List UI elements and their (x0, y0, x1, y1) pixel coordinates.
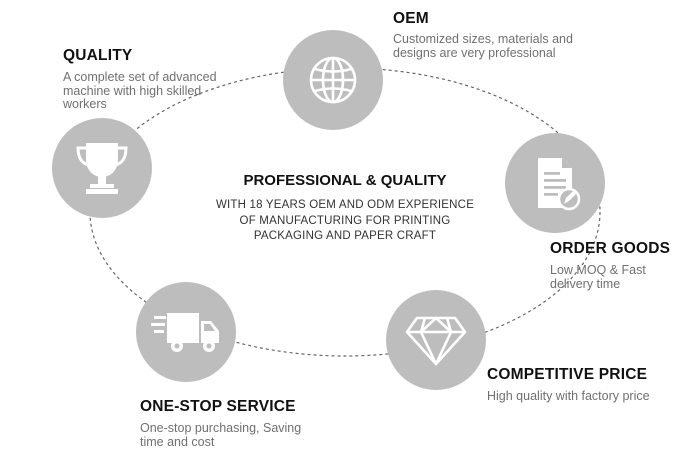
oem-title: OEM (393, 10, 429, 27)
competitive-price-circle (386, 290, 486, 390)
competitive-price-title: COMPETITIVE PRICE (487, 366, 648, 383)
one-stop-service-circle (136, 282, 236, 382)
oem-description: Customized sizes, materials and designs … (393, 32, 573, 60)
one-stop-service-description: One-stop purchasing, Saving time and cos… (140, 421, 302, 449)
order-goods-circle (505, 133, 605, 233)
quality-title: QUALITY (63, 47, 133, 64)
document-edit-icon (538, 158, 581, 211)
one-stop-service-title: ONE-STOP SERVICE (140, 398, 296, 415)
order-goods-title: ORDER GOODS (550, 240, 671, 257)
oem-circle (283, 30, 383, 130)
quality-description: A complete set of advanced machine with … (63, 70, 217, 111)
competitive-price-description: High quality with factory price (487, 389, 650, 403)
quality-circle (52, 118, 152, 218)
center-description: WITH 18 YEARS OEM AND ODM EXPERIENCE OF … (215, 199, 475, 242)
delivery-truck-icon (151, 313, 219, 352)
order-goods-description: Low MOQ & Fast delivery time (550, 263, 646, 291)
center-title: PROFESSIONAL & QUALITY (243, 172, 447, 189)
globe-icon (309, 56, 357, 104)
diamond-icon (405, 316, 467, 366)
trophy-icon (76, 143, 128, 194)
